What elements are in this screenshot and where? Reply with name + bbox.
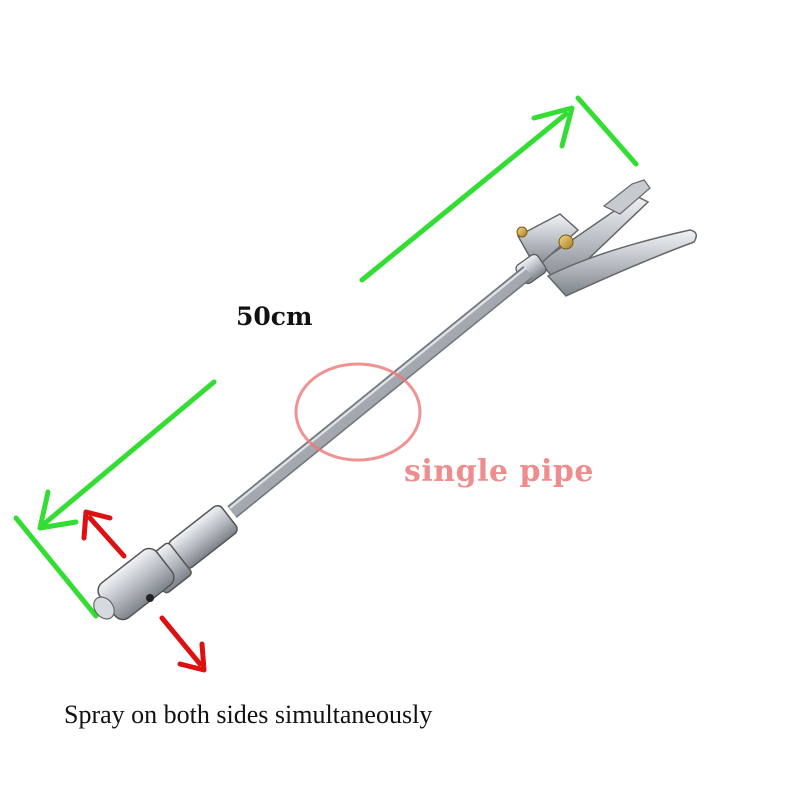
dimension-line-upper xyxy=(359,95,639,283)
length-label: 50cm xyxy=(236,302,313,331)
dimension-line-lower xyxy=(13,379,217,619)
spray-gun-pipe xyxy=(227,266,533,518)
spray-gun-handle xyxy=(515,179,697,297)
spray-arrow-up xyxy=(81,509,127,559)
spray-caption: Spray on both sides simultaneously xyxy=(64,700,433,729)
spray-gun-nozzle xyxy=(93,504,238,621)
spray-arrow-down xyxy=(159,615,207,673)
single-pipe-label: single pipe xyxy=(404,454,594,489)
single-pipe-callout-circle xyxy=(294,362,422,462)
